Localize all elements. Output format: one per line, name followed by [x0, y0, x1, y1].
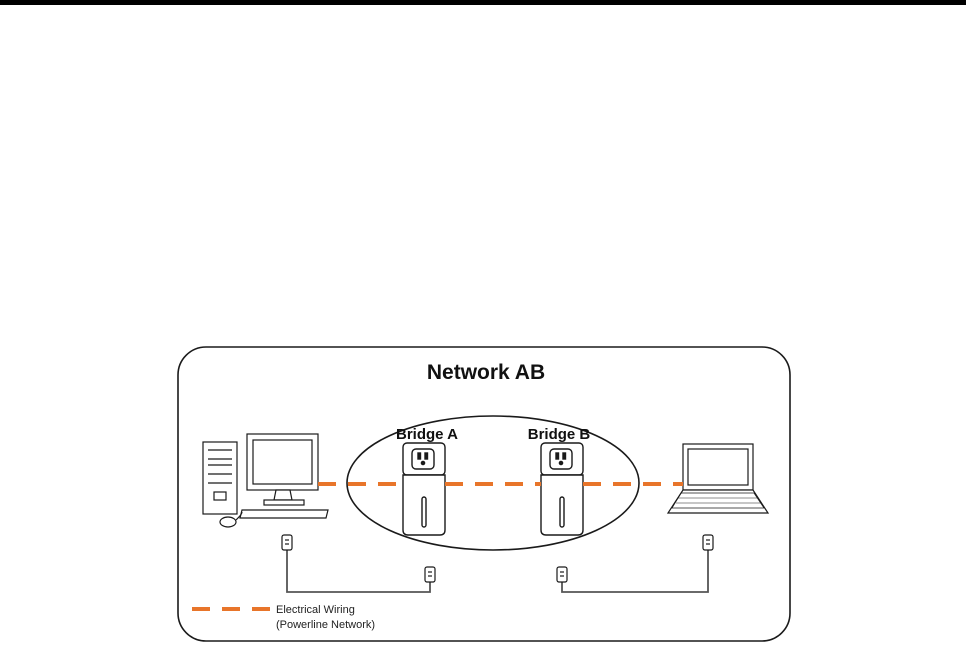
ethernet-plug-icon [702, 534, 714, 551]
top-rule [0, 0, 966, 5]
legend: Electrical Wiring (Powerline Network) [192, 604, 375, 631]
bridge-b-device-icon [540, 442, 584, 536]
legend-label: Electrical Wiring [276, 604, 355, 616]
ethernet-plug-icon [556, 566, 568, 583]
network-frame [177, 346, 791, 642]
ethernet-plug-icon [281, 534, 293, 551]
bridge-b-label: Bridge B [528, 426, 591, 443]
ethernet-plug-icon [424, 566, 436, 583]
ethernet-cable-left [286, 550, 431, 593]
laptop-icon [666, 443, 770, 514]
bridge-group-oval [346, 415, 640, 551]
legend-sublabel: (Powerline Network) [276, 619, 375, 631]
ethernet-cable-right [561, 550, 709, 593]
diagram-title: Network AB [427, 361, 545, 384]
desktop-computer-icon [202, 433, 329, 528]
bridge-a-device-icon [402, 442, 446, 536]
bridge-a-label: Bridge A [396, 426, 458, 443]
